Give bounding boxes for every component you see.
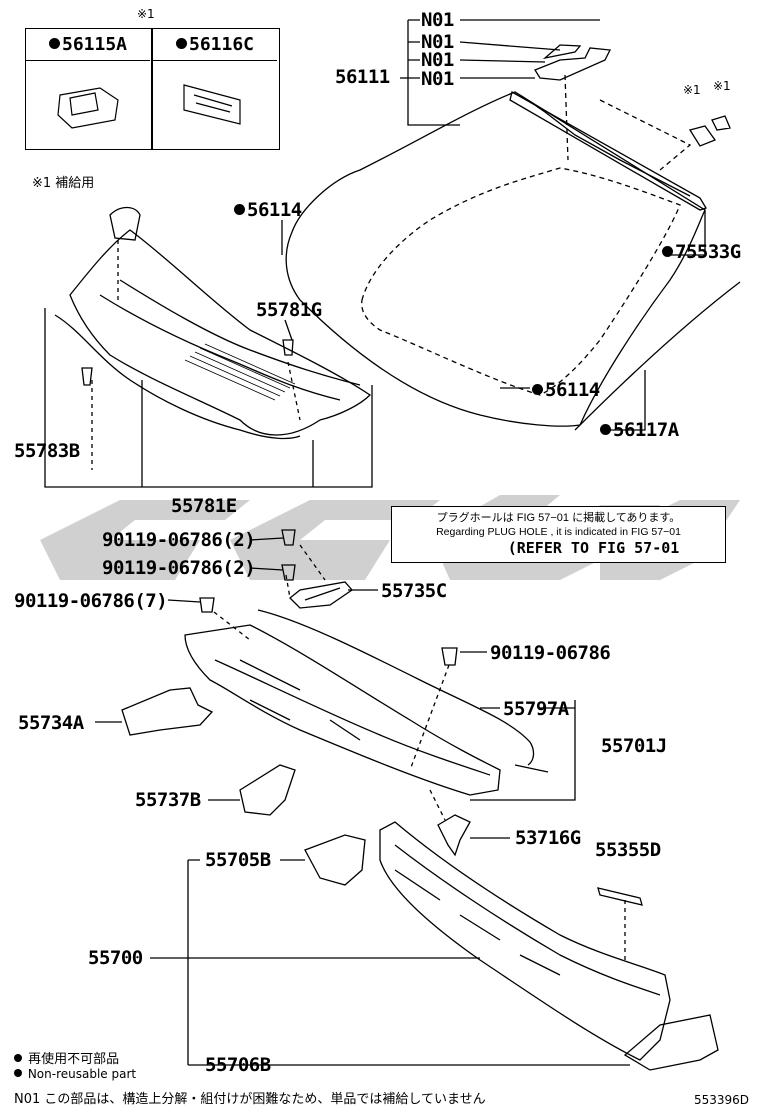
label-56114-bottom: 56114: [532, 380, 600, 400]
clip-table: 56115A 56116C: [25, 28, 280, 150]
cowl-panel-55700: [379, 821, 671, 1061]
label-55705b: 55705B: [205, 849, 271, 871]
label-55783b: 55783B: [14, 440, 80, 462]
bracket-55706b: [623, 1014, 719, 1071]
windshield-molding: [509, 91, 707, 211]
table-mark: ※1: [137, 7, 155, 21]
legend-en: Non-reusable part: [14, 1067, 136, 1081]
label-55706b: 55706B: [205, 1054, 271, 1076]
label-55355d: 55355D: [595, 839, 661, 861]
label-55737b: 55737B: [135, 789, 201, 811]
figure-code: 553396D: [694, 1093, 750, 1107]
clip-56116c-icon: [183, 84, 241, 125]
label-55700: 55700: [88, 947, 143, 969]
label-n01: N01: [421, 31, 454, 53]
label-bolt-3: 90119-06786(7): [14, 590, 168, 612]
windshield-glass: [285, 91, 706, 427]
label-56117a: 56117A: [600, 420, 679, 440]
label-bolt-4: 90119-06786: [490, 642, 611, 664]
supply-note: ※1 補給用: [32, 176, 95, 191]
label-75533g: 75533G: [662, 242, 741, 262]
label-n01: N01: [421, 68, 454, 90]
label-55781e: 55781E: [171, 495, 237, 517]
label-55797a: 55797A: [503, 698, 569, 720]
seal-55355d: [597, 887, 643, 906]
bracket-55737b: [239, 764, 296, 816]
label-55734a: 55734A: [18, 712, 84, 734]
notice-ref: (REFER TO FIG 57-01: [507, 539, 680, 557]
label-56111: 56111: [335, 66, 390, 88]
table-header-56116c: 56116C: [153, 29, 277, 61]
mark-1: ※1: [683, 83, 701, 97]
n01-clip-parts: [534, 47, 612, 81]
label-bolt-1: 90119-06786(2): [102, 529, 256, 551]
notice-jp: プラグホールは FIG 57−01 に掲載してあります。: [436, 512, 681, 524]
legend-jp: 再使用不可部品: [14, 1048, 119, 1067]
table-header-56115a: 56115A: [26, 29, 150, 61]
label-53716g: 53716G: [515, 827, 581, 849]
label-55735c: 55735C: [381, 580, 447, 602]
cowl-outer-panel: [184, 624, 501, 796]
lower-strip: [574, 281, 741, 431]
label-55701j: 55701J: [601, 735, 667, 757]
bracket-53716g: [437, 814, 471, 857]
label-56114-top: 56114: [234, 200, 302, 220]
seal-55797a: [257, 609, 535, 766]
label-bolt-2: 90119-06786(2): [102, 557, 256, 579]
clip-56115a-icon: [57, 87, 119, 129]
label-n01: N01: [421, 9, 454, 31]
notice-en: Regarding PLUG HOLE , it is indicated in…: [436, 526, 681, 538]
footnote: N01 この部品は、構造上分解・組付けが困難なため、単品では補給していません: [14, 1092, 486, 1107]
label-n01: N01: [421, 49, 454, 71]
plug-hole-notice: プラグホールは FIG 57−01 に掲載してあります。 Regarding P…: [391, 506, 726, 563]
mark-1: ※1: [713, 79, 731, 93]
bracket-55705b: [304, 834, 366, 886]
label-55781g: 55781G: [256, 299, 322, 321]
bracket-55734a: [121, 687, 214, 736]
cowl-top-panel: [69, 229, 372, 436]
